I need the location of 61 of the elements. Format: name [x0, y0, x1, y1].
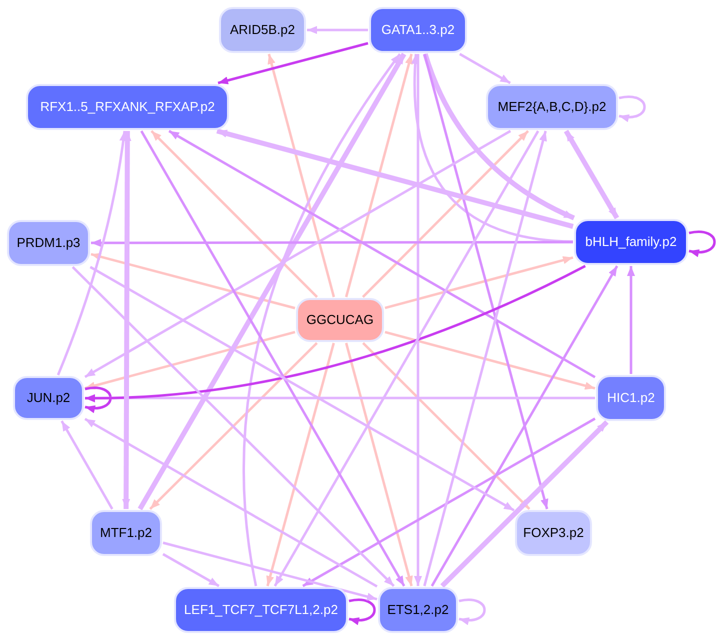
node-box: LEF1_TCF7_TCF7L1,2.p2 — [174, 587, 348, 633]
arrow — [627, 266, 635, 374]
arrow — [216, 128, 574, 229]
arrow — [56, 130, 128, 376]
node-box: GATA1..3.p2 — [369, 7, 467, 53]
node-box: GGCUCAG — [296, 298, 384, 342]
arrow — [348, 598, 376, 624]
arrow — [90, 252, 296, 310]
arrow — [688, 230, 716, 256]
node-box: bHLH_family.p2 — [574, 219, 688, 265]
node-box: JUN.p2 — [13, 376, 84, 420]
arrow — [458, 598, 486, 624]
node-box: ETS1,2.p2 — [378, 587, 458, 633]
arrow — [84, 418, 378, 588]
arrow — [362, 130, 529, 298]
arrow — [423, 54, 548, 510]
arrow — [84, 330, 296, 390]
arrow — [307, 26, 368, 34]
arrow — [140, 130, 406, 587]
arrow — [268, 54, 336, 298]
arrow — [266, 342, 335, 586]
node-box: HIC1.p2 — [596, 375, 666, 421]
node-box: ARID5B.p2 — [219, 7, 306, 53]
arrow — [384, 330, 596, 390]
arrow — [564, 130, 620, 220]
arrow — [344, 54, 413, 298]
arrow — [84, 130, 512, 378]
arrow — [60, 420, 114, 510]
arrow — [618, 96, 646, 122]
arrow — [90, 266, 515, 512]
arrow — [72, 266, 395, 587]
arrow — [384, 256, 574, 310]
node-box: RFX1..5_RFXANK_RFXAP.p2 — [26, 84, 229, 130]
arrow — [242, 53, 401, 586]
node-box: MEF2{A,B,C,D}.p2 — [486, 84, 618, 130]
node-box: MTF1.p2 — [90, 510, 162, 556]
arrow — [84, 386, 112, 412]
arrow — [302, 418, 596, 588]
arrow — [440, 420, 609, 588]
arrow — [412, 54, 574, 243]
arrow — [150, 130, 318, 298]
arrow — [459, 52, 511, 84]
arrow — [344, 342, 413, 586]
arrow — [362, 342, 530, 510]
arrow — [423, 130, 547, 586]
node-box: PRDM1.p3 — [7, 220, 90, 266]
arrow — [274, 130, 540, 587]
arrow — [162, 542, 378, 600]
arrow — [422, 53, 576, 220]
arrow — [218, 42, 368, 84]
arrow — [430, 265, 618, 587]
arrow — [138, 52, 406, 510]
arrow — [84, 264, 586, 402]
arrow — [149, 342, 318, 510]
arrow — [414, 54, 422, 586]
arrow — [91, 238, 573, 247]
arrow — [85, 394, 595, 402]
node-box: FOXP3.p2 — [515, 510, 592, 556]
arrow — [122, 131, 132, 509]
arrow — [168, 130, 596, 378]
arrow — [162, 553, 220, 588]
